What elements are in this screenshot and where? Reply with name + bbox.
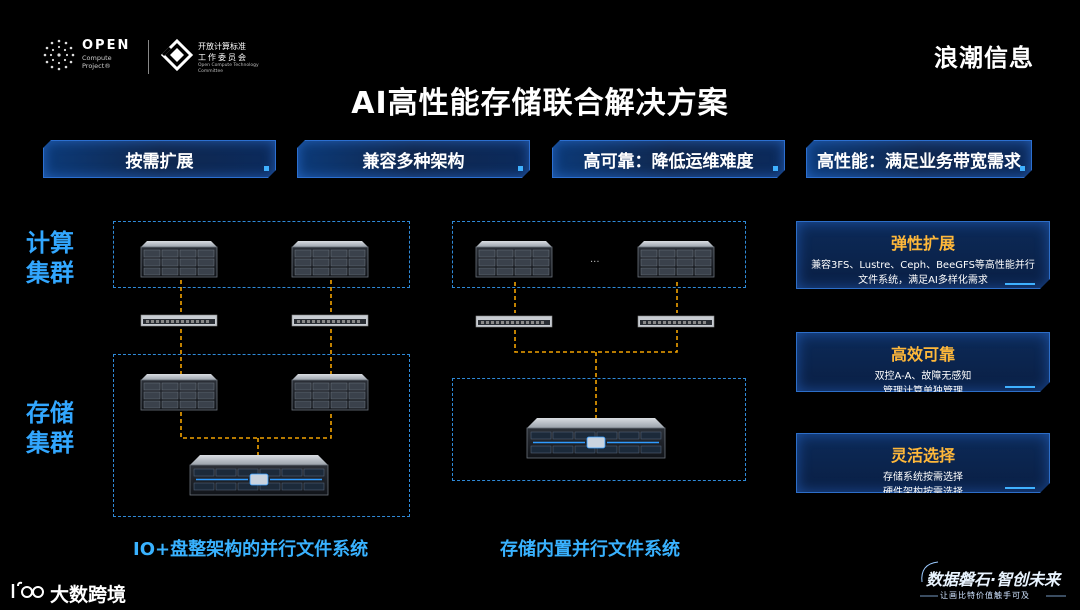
card-elastic-scaling: 弹性扩展 兼容3FS、Lustre、Ceph、BeeGFS等高性能并行 文件系统… <box>796 221 1050 289</box>
card-flexible-choice: 灵活选择 存储系统按需选择 硬件架构按需选择 <box>796 433 1050 493</box>
odcc-mark-icon <box>160 38 194 72</box>
ocp-logo: OPEN Compute Project® <box>42 36 132 76</box>
tab-performance: 高性能：满足业务带宽需求 <box>806 140 1032 178</box>
tab-reliability: 高可靠：降低运维难度 <box>552 140 785 178</box>
compute-cluster-label: 计算 集群 <box>22 228 78 288</box>
card-desc-line: 管理计算单独管理 <box>883 386 963 397</box>
io-node-server <box>140 373 218 411</box>
tab-label: 按需扩展 <box>125 151 194 172</box>
disk-enclosure <box>189 454 329 496</box>
odcc-line1: 开放计算标准 <box>198 42 246 51</box>
slogan-sub: 让画比特价值触手可及 <box>940 591 1030 600</box>
label-line: 存储 <box>26 399 74 427</box>
tab-scale-on-demand: 按需扩展 <box>43 140 276 178</box>
network-switch <box>291 314 369 327</box>
tab-label: 高可靠：降低运维难度 <box>583 151 754 172</box>
odcc-logo: 开放计算标准 工作委员会 Open Compute Technology Com… <box>160 38 270 78</box>
tab-label: 高性能：满足业务带宽需求 <box>817 151 1021 172</box>
card-desc-line: 存储系统按需选择 <box>883 472 963 483</box>
odcc-line2: 工作委员会 <box>198 53 248 62</box>
slogan-frame-icon <box>920 561 1066 597</box>
ocp-word: OPEN <box>82 38 131 53</box>
ocp-dots-icon <box>43 39 75 71</box>
footer-brand-text: 大数跨境 <box>50 584 127 606</box>
left-compute-box <box>113 221 410 288</box>
compute-server <box>475 240 553 278</box>
storage-array <box>526 417 666 459</box>
card-desc: 双控A-A、故障无感知 管理计算单独管理 <box>797 369 1049 399</box>
footer-brand: 大数跨境 <box>10 578 150 606</box>
logo-divider <box>148 40 149 74</box>
card-efficient-reliable: 高效可靠 双控A-A、故障无感知 管理计算单独管理 <box>796 332 1050 392</box>
ellipsis: ... <box>590 254 600 265</box>
card-title: 高效可靠 <box>890 345 955 364</box>
label-line: 集群 <box>26 259 74 287</box>
card-title: 灵活选择 <box>890 446 955 465</box>
card-desc: 兼容3FS、Lustre、Ceph、BeeGFS等高性能并行 文件系统，满足AI… <box>797 258 1049 288</box>
card-desc: 存储系统按需选择 硬件架构按需选择 <box>797 470 1049 500</box>
slogan-main: 数据磐石·智创未来 <box>926 570 1061 589</box>
card-desc-line: 双控A-A、故障无感知 <box>874 371 972 382</box>
ocp-sub1: Compute <box>82 54 112 62</box>
card-desc-line: 文件系统，满足AI多样化需求 <box>858 275 988 286</box>
storage-cluster-label: 存储 集群 <box>22 398 78 458</box>
label-line: 集群 <box>26 429 74 457</box>
card-desc-line: 兼容3FS、Lustre、Ceph、BeeGFS等高性能并行 <box>811 260 1035 271</box>
label-line: 计算 <box>26 229 74 257</box>
right-storage-box <box>452 378 746 481</box>
compute-server <box>637 240 715 278</box>
left-links <box>180 280 332 455</box>
tab-multi-arch: 兼容多种架构 <box>297 140 530 178</box>
brand-mark-icon <box>11 581 44 598</box>
network-switch <box>475 315 553 328</box>
tab-label: 兼容多种架构 <box>362 151 465 172</box>
card-title: 弹性扩展 <box>890 234 955 253</box>
network-switch <box>140 314 218 327</box>
right-links <box>514 282 678 418</box>
network-switch <box>637 315 715 328</box>
left-storage-box <box>113 354 410 517</box>
brand-logo: 浪潮信息 <box>934 44 1034 72</box>
ocp-sub2: Project® <box>82 62 111 70</box>
card-desc-line: 硬件架构按需选择 <box>883 487 963 498</box>
right-compute-box <box>452 221 746 288</box>
odcc-en: Open Compute Technology Committee <box>198 63 259 74</box>
caption-right: 存储内置并行文件系统 <box>500 539 680 560</box>
compute-server <box>291 240 369 278</box>
caption-left: IO+盘整架构的并行文件系统 <box>133 539 369 560</box>
io-node-server <box>291 373 369 411</box>
compute-server <box>140 240 218 278</box>
page-title: AI高性能存储联合解决方案 <box>351 86 729 121</box>
slogan: 数据磐石·智创未来 让画比特价值触手可及 <box>918 560 1068 606</box>
